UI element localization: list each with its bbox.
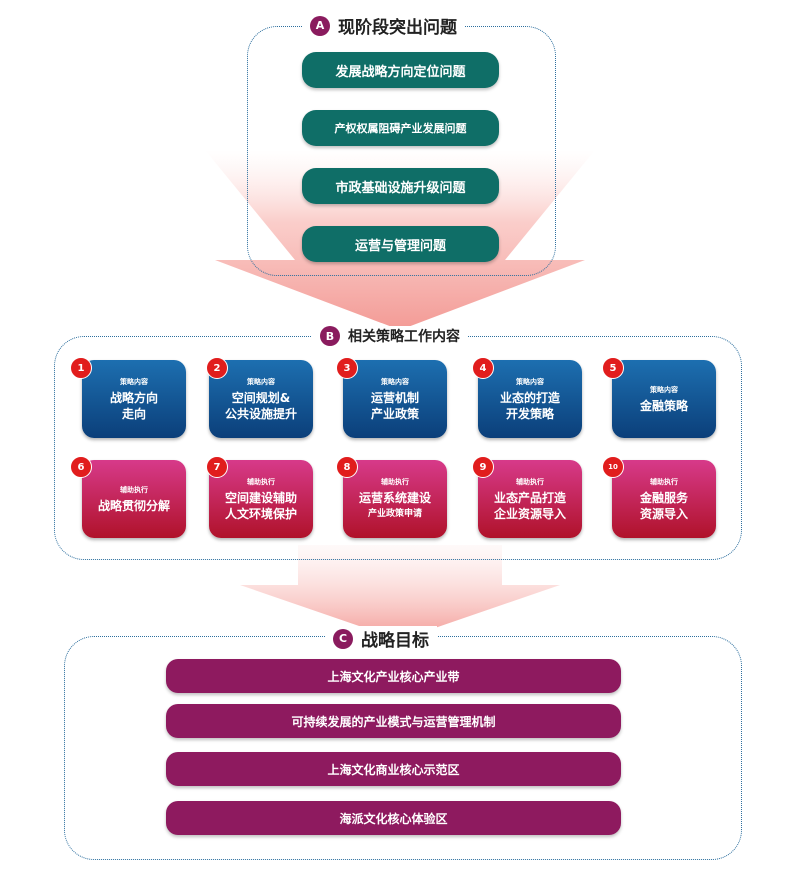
card-number-badge: 8 xyxy=(336,456,358,478)
card-kind: 辅助执行 xyxy=(516,477,544,486)
problem-item: 运营与管理问题 xyxy=(302,226,499,262)
support-card-8: 辅助执行 运营系统建设 产业政策申请 xyxy=(343,460,447,538)
card-line: 人文环境保护 xyxy=(224,506,297,521)
problem-item: 市政基础设施升级问题 xyxy=(302,168,499,204)
goal-item: 上海文化产业核心产业带 xyxy=(166,659,621,693)
card-line: 资源导入 xyxy=(639,506,688,521)
strategy-card-3: 策略内容 运营机制 产业政策 xyxy=(343,360,447,438)
card-number-badge: 1 xyxy=(70,357,92,379)
card-line: 业态产品打造 xyxy=(493,490,566,505)
card-kind: 辅助执行 xyxy=(381,477,409,486)
strategy-card-5: 策略内容 金融策略 xyxy=(612,360,716,438)
card-kind: 策略内容 xyxy=(381,377,409,386)
section-c-header: C 战略目标 xyxy=(325,626,437,651)
card-number-badge: 6 xyxy=(70,456,92,478)
strategy-card-4: 策略内容 业态的打造 开发策略 xyxy=(478,360,582,438)
card-kind: 策略内容 xyxy=(650,385,678,394)
card-line: 运营系统建设 xyxy=(358,490,431,505)
card-number-badge: 2 xyxy=(206,357,228,379)
card-kind: 策略内容 xyxy=(247,377,275,386)
card-number-badge: 3 xyxy=(336,357,358,379)
card-line: 战略方向 xyxy=(109,390,158,405)
goal-item: 可持续发展的产业模式与运营管理机制 xyxy=(166,704,621,738)
card-kind: 辅助执行 xyxy=(247,477,275,486)
section-a-header: A 现阶段突出问题 xyxy=(302,13,465,38)
card-kind: 辅助执行 xyxy=(650,477,678,486)
section-a-badge: A xyxy=(310,15,330,36)
problem-item: 产权权属阻碍产业发展问题 xyxy=(302,110,499,146)
arrow-b-to-c xyxy=(240,545,560,640)
strategy-card-1: 策略内容 战略方向 走向 xyxy=(82,360,186,438)
card-line: 走向 xyxy=(121,406,146,421)
card-line: 金融服务 xyxy=(639,490,688,505)
card-line: 开发策略 xyxy=(505,406,554,421)
card-number-badge: 4 xyxy=(472,357,494,379)
card-kind: 策略内容 xyxy=(516,377,544,386)
problem-item: 发展战略方向定位问题 xyxy=(302,52,499,88)
card-line: 产业政策 xyxy=(370,406,419,421)
card-number-badge: 7 xyxy=(206,456,228,478)
card-line: 空间建设辅助 xyxy=(224,490,297,505)
card-line: 空间规划& xyxy=(231,390,291,405)
card-line: 业态的打造 xyxy=(499,390,560,405)
card-number-badge: 10 xyxy=(602,456,624,478)
card-line: 运营机制 xyxy=(370,390,419,405)
section-b-badge: B xyxy=(320,326,340,346)
card-kind: 策略内容 xyxy=(120,377,148,386)
support-card-6: 辅助执行 战略贯彻分解 xyxy=(82,460,186,538)
card-number-badge: 5 xyxy=(602,357,624,379)
section-c-title: 战略目标 xyxy=(361,631,429,651)
section-b-header: B 相关策略工作内容 xyxy=(312,326,468,346)
section-b-title: 相关策略工作内容 xyxy=(348,329,460,345)
card-number-badge: 9 xyxy=(472,456,494,478)
card-line: 战略贯彻分解 xyxy=(97,498,170,513)
goal-item: 海派文化核心体验区 xyxy=(166,801,621,835)
card-line: 金融策略 xyxy=(639,398,688,413)
card-kind: 辅助执行 xyxy=(120,485,148,494)
section-c-badge: C xyxy=(333,628,353,649)
support-card-7: 辅助执行 空间建设辅助 人文环境保护 xyxy=(209,460,313,538)
support-card-9: 辅助执行 业态产品打造 企业资源导入 xyxy=(478,460,582,538)
goal-item: 上海文化商业核心示范区 xyxy=(166,752,621,786)
card-line: 企业资源导入 xyxy=(493,506,566,521)
card-line: 产业政策申请 xyxy=(367,508,422,519)
card-line: 公共设施提升 xyxy=(224,406,297,421)
support-card-10: 辅助执行 金融服务 资源导入 xyxy=(612,460,716,538)
section-a-title: 现阶段突出问题 xyxy=(338,18,457,38)
